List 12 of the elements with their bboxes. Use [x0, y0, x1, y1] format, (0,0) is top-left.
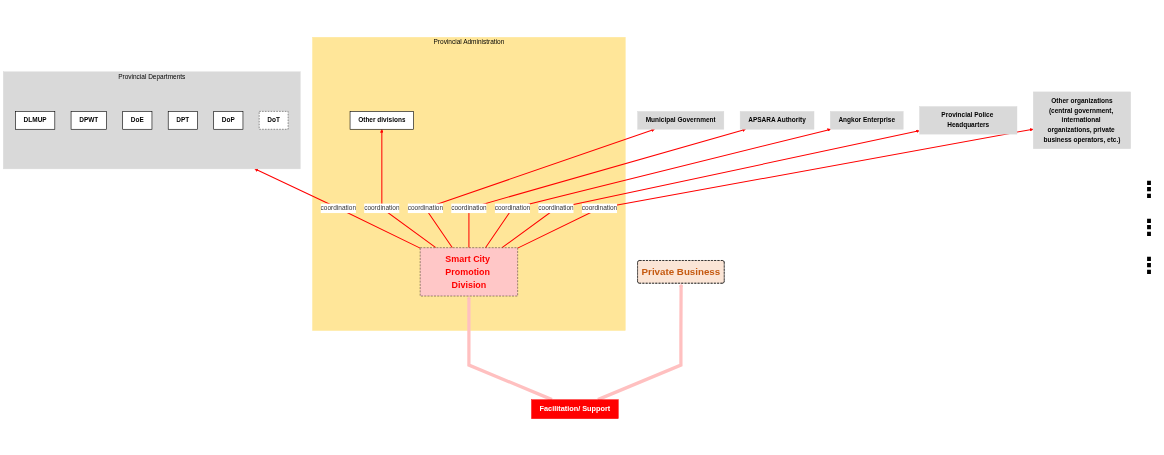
ellipsis-mark: ⋮: [1138, 252, 1160, 279]
arrow: [484, 127, 831, 248]
arrow: [517, 127, 1034, 249]
arrow: [597, 282, 683, 401]
arrow: [468, 127, 746, 248]
ellipsis-mark: ⋮: [1138, 176, 1160, 203]
ellipsis-mark: ⋮: [1138, 214, 1160, 241]
arrow: [254, 168, 421, 249]
node-box: Smart City Promotion Division: [419, 247, 518, 296]
arrow: [380, 128, 437, 248]
arrow: [467, 295, 553, 401]
arrow: [501, 129, 920, 248]
